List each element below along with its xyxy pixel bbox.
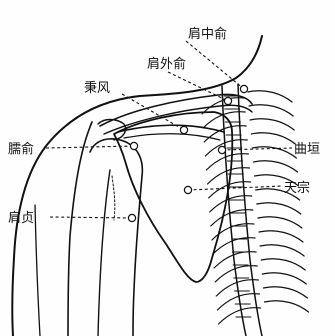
rib-line bbox=[257, 203, 301, 214]
label-jianzhongshu: 肩中俞 bbox=[188, 26, 227, 42]
rib-line bbox=[263, 287, 307, 298]
label-quyuan: 曲垣 bbox=[294, 142, 320, 157]
label-jianwaishu: 肩外俞 bbox=[147, 56, 186, 72]
rib-line bbox=[219, 308, 261, 324]
label-jianzhen: 肩贞 bbox=[8, 210, 34, 226]
rib-line bbox=[249, 105, 293, 116]
acupoint-jianwaishu-marker bbox=[224, 97, 231, 104]
acupoint-naoshu-marker bbox=[130, 142, 137, 149]
acupoint-bingfeng-marker bbox=[180, 126, 187, 133]
rib-line bbox=[265, 301, 309, 312]
rib-line bbox=[262, 273, 306, 284]
ribs bbox=[202, 91, 309, 324]
acupoint-jianzhen-marker bbox=[128, 214, 135, 221]
acupoint-tianzong-marker bbox=[184, 186, 191, 193]
label-tianzong: 天宗 bbox=[284, 180, 310, 196]
rib-line bbox=[260, 245, 304, 256]
rib-line bbox=[254, 161, 298, 172]
label-bingfeng: 秉风 bbox=[84, 80, 110, 96]
rib-line bbox=[258, 217, 302, 228]
rib-line bbox=[248, 91, 292, 102]
rib-line bbox=[251, 133, 295, 144]
rib-line bbox=[259, 231, 303, 242]
label-naoshu: 臑俞 bbox=[8, 141, 34, 157]
acupoint-quyuan-marker bbox=[218, 146, 225, 153]
rib-line bbox=[250, 119, 294, 130]
acupoint-jianzhongshu-marker bbox=[240, 85, 247, 92]
rib-line bbox=[261, 259, 305, 270]
humerus bbox=[90, 139, 142, 336]
scapula bbox=[114, 112, 232, 282]
